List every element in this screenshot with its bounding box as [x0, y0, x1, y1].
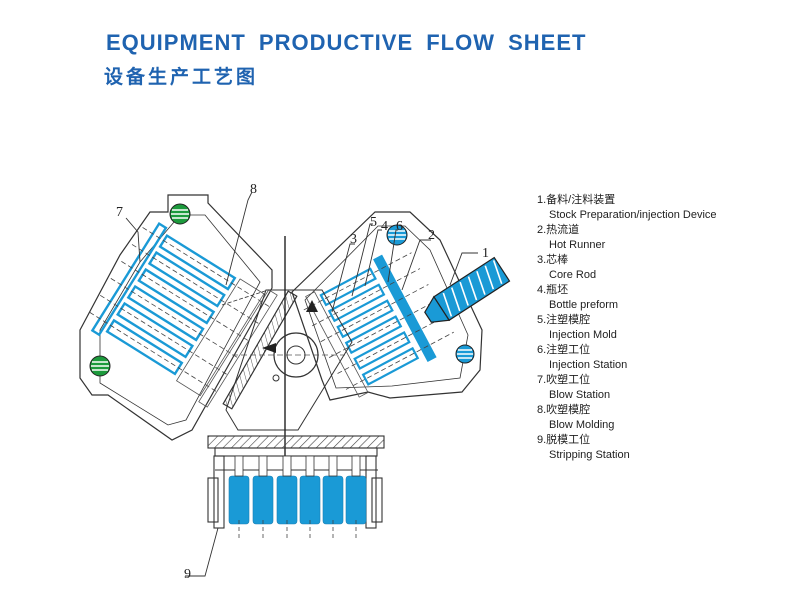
stock-injection-device: [424, 256, 511, 323]
legend-item-en: Injection Mold: [549, 329, 617, 341]
callout-2: 2: [428, 228, 435, 243]
legend-item-cn: 6.注塑工位: [537, 344, 591, 356]
callout-9: 9: [184, 567, 191, 582]
callout-8: 8: [250, 182, 257, 197]
legend-item: 5.注塑模腔 Injection Mold: [537, 313, 787, 343]
green-locator-markers-right: [386, 224, 475, 364]
legend-item: 9.脱模工位 Stripping Station: [537, 433, 787, 463]
legend-item: 6.注塑工位 Injection Station: [537, 343, 787, 373]
legend-item-en: Stripping Station: [549, 449, 630, 461]
legend-item: 4.瓶坯 Bottle preform: [537, 283, 787, 313]
legend-item-cn: 5.注塑模腔: [537, 314, 591, 326]
callout-7: 7: [116, 205, 123, 220]
legend-item-en: Hot Runner: [549, 239, 606, 251]
page-subtitle-cn: 设备生产工艺图: [104, 67, 259, 88]
page-title: EQUIPMENT PRODUCTIVE FLOW SHEET: [106, 30, 587, 55]
stripping-station: [207, 435, 385, 529]
legend-item-en: Stock Preparation/injection Device: [549, 209, 717, 221]
component-legend: 1.备料/注料装置 Stock Preparation/injection De…: [537, 193, 787, 463]
legend-item-en: Core Rod: [549, 269, 597, 281]
legend-item: 7.吹塑工位 Blow Station: [537, 373, 787, 403]
legend-item-en: Bottle preform: [549, 299, 619, 311]
blow-mold-cavities: [90, 221, 237, 376]
legend-item-en: Blow Station: [549, 389, 611, 401]
legend-item-cn: 2.热流道: [537, 224, 580, 236]
legend-item-cn: 9.脱模工位: [537, 434, 591, 446]
legend-item-cn: 3.芯棒: [537, 254, 569, 266]
blow-station: [79, 194, 298, 441]
green-locator-markers-left: [89, 203, 191, 377]
legend-item-en: Injection Station: [549, 359, 628, 371]
legend-item: 1.备料/注料装置 Stock Preparation/injection De…: [537, 193, 787, 223]
legend-item: 2.热流道 Hot Runner: [537, 223, 787, 253]
callout-6: 6: [396, 219, 403, 234]
legend-item-cn: 7.吹塑工位: [537, 374, 591, 386]
legend-item-cn: 1.备料/注料装置: [537, 194, 616, 206]
legend-item-en: Blow Molding: [549, 419, 615, 431]
callout-leaders: [125, 191, 478, 577]
legend-item-cn: 8.吹塑模腔: [537, 404, 591, 416]
legend-item-cn: 4.瓶坯: [537, 284, 569, 296]
injection-station: [291, 211, 483, 401]
callout-1: 1: [482, 246, 489, 261]
callout-3: 3: [350, 232, 357, 247]
bottle-necks: [234, 455, 361, 477]
legend-item: 3.芯棒 Core Rod: [537, 253, 787, 283]
legend-item: 8.吹塑模腔 Blow Molding: [537, 403, 787, 433]
rotary-turntable: [221, 236, 353, 470]
injection-mold-cavities: [319, 254, 437, 386]
callout-5: 5: [370, 215, 377, 230]
callout-4: 4: [381, 219, 388, 234]
